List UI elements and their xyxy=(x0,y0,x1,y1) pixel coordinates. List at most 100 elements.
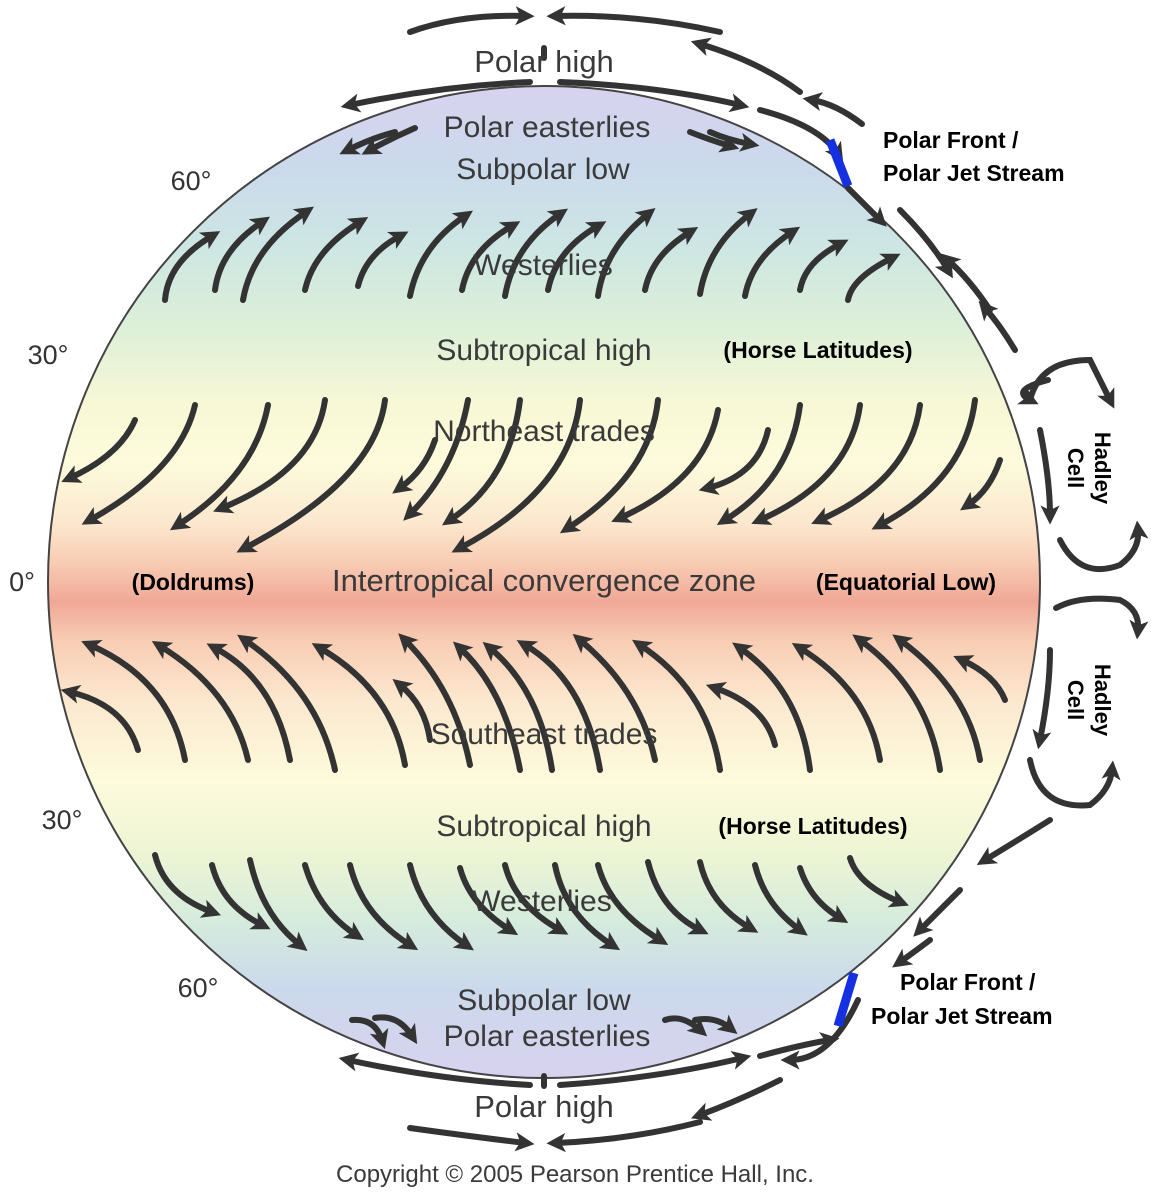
westerly-arrow-north-14 xyxy=(845,253,901,303)
northeast-trade-arrow-1 xyxy=(81,402,198,525)
southeast-trade-arrow-0 xyxy=(60,684,141,753)
polar-front-top-line1: Polar Front / xyxy=(883,127,1019,153)
northeast-trade-arrow-9 xyxy=(559,397,661,534)
westerly-arrow-north-6 xyxy=(459,221,521,293)
copyright-notice: Copyright © 2005 Pearson Prentice Hall, … xyxy=(336,1161,814,1188)
northeast-trade-arrow-7 xyxy=(442,397,523,526)
polar-easterly-arrow-north-1 xyxy=(361,125,418,155)
hadley-top-return xyxy=(1057,520,1149,572)
westerly-arrow-north-7 xyxy=(502,208,568,299)
polar-jet-stream-bottom-icon xyxy=(833,971,859,1028)
hadley-top-descend xyxy=(1037,427,1060,525)
westerly-arrow-north-10 xyxy=(642,227,699,293)
polar-easterly-arrow-south-3 xyxy=(692,1014,738,1034)
northeast-trade-arrow-6 xyxy=(403,397,471,521)
subtropical-high-bottom-label: Subtropical high xyxy=(436,810,651,843)
southeast-trade-arrow-14 xyxy=(732,642,813,773)
hadley-cell-top-line1: Hadley xyxy=(1090,432,1115,505)
southeast-trade-arrow-6 xyxy=(392,679,433,743)
southeast-trade-arrow-13 xyxy=(705,682,778,748)
polar-easterly-arrow-south-0 xyxy=(349,1016,389,1050)
hadley-cell-top-line2: Cell xyxy=(1063,448,1088,488)
polar-high-bottom-arrow-left xyxy=(546,1119,703,1153)
westerly-arrow-south-3 xyxy=(302,862,365,941)
westerly-arrow-south-9 xyxy=(595,862,669,945)
polar-easterly-arrow-south-1 xyxy=(372,1014,418,1045)
hadley-bottom-return xyxy=(1053,595,1149,640)
latitude-60s-label: 60° xyxy=(178,973,219,1003)
westerlies-bottom-label: Westerlies xyxy=(472,885,611,918)
hadley-bottom-descend xyxy=(1032,647,1053,750)
westerly-arrow-south-5 xyxy=(407,862,474,951)
westerly-arrow-south-14 xyxy=(847,855,909,908)
subpolar-low-top-label: Subpolar low xyxy=(456,153,630,186)
polar-jet-stream-top-icon xyxy=(825,138,853,188)
southeast-trade-arrow-3 xyxy=(206,643,293,763)
ferrel-bottom-2 xyxy=(913,887,963,937)
polar-high-bottom-label: Polar high xyxy=(474,1089,614,1124)
westerly-arrow-north-0 xyxy=(162,231,221,303)
southeast-trade-arrow-18 xyxy=(953,655,1008,703)
northeast-trade-arrow-0 xyxy=(61,417,138,483)
southeast-trade-arrow-5 xyxy=(311,643,408,768)
southeast-trade-arrow-8 xyxy=(452,641,523,773)
polar-cell-bottom-return xyxy=(691,1077,783,1121)
northeast-trade-arrow-16 xyxy=(960,457,1003,511)
southeast-trades-label: Southeast trades xyxy=(431,718,658,751)
westerly-arrow-south-7 xyxy=(502,862,569,935)
northeast-trade-arrow-2 xyxy=(169,402,271,531)
polar-cell-top-return xyxy=(690,37,803,95)
latitude-60n-label: 60° xyxy=(171,166,212,196)
westerly-arrow-north-13 xyxy=(797,239,849,293)
westerly-arrow-north-8 xyxy=(545,221,607,293)
southeast-trade-arrow-1 xyxy=(81,640,188,763)
ferrel-bottom-3 xyxy=(892,937,933,968)
westerlies-top-label: Westerlies xyxy=(473,249,612,282)
polar-easterlies-bottom-label: Polar easterlies xyxy=(444,1020,651,1053)
ferrel-top-1 xyxy=(845,185,887,227)
southeast-trade-arrow-2 xyxy=(151,640,251,763)
northeast-trade-arrow-14 xyxy=(811,402,923,525)
northeast-trade-arrow-11 xyxy=(698,427,771,495)
polar-high-bottom-flow-right xyxy=(557,1050,752,1088)
hadley-cell-bottom-line1: Hadley xyxy=(1090,664,1115,737)
polar-easterly-arrow-south-2 xyxy=(662,1015,708,1037)
northeast-trade-arrow-4 xyxy=(236,397,388,553)
westerly-arrow-north-4 xyxy=(355,231,409,289)
polar-high-top-label: Polar high xyxy=(474,44,614,79)
polar-easterly-arrow-north-2 xyxy=(687,129,740,153)
westerly-arrow-south-4 xyxy=(347,862,419,951)
westerly-arrow-south-1 xyxy=(209,862,271,930)
westerly-arrow-north-12 xyxy=(742,226,801,299)
northeast-trade-arrow-10 xyxy=(611,407,721,523)
ferrel-bottom-1 xyxy=(976,817,1053,865)
westerly-arrow-north-2 xyxy=(240,206,314,303)
northeast-trade-arrow-3 xyxy=(213,397,328,514)
polar-high-top-flow-left xyxy=(340,79,533,113)
westerly-arrow-north-5 xyxy=(407,210,473,299)
polar-high-top-flow-right xyxy=(557,79,750,113)
horse-latitudes-bottom-label: (Horse Latitudes) xyxy=(718,813,907,839)
subpolar-low-bottom-label: Subpolar low xyxy=(457,984,631,1017)
southeast-trade-arrow-10 xyxy=(516,640,603,773)
subtropical-high-top-label: Subtropical high xyxy=(436,334,651,367)
polar-easterlies-top-label: Polar easterlies xyxy=(444,111,651,144)
polar-front-bottom-line2: Polar Jet Stream xyxy=(871,1003,1053,1029)
westerly-arrow-south-0 xyxy=(152,852,222,918)
hadley-cell-bottom-line2: Cell xyxy=(1063,680,1088,720)
southeast-trade-arrow-7 xyxy=(398,633,473,768)
southeast-trade-arrow-15 xyxy=(791,642,883,763)
southeast-trade-arrow-12 xyxy=(631,639,723,773)
westerly-arrow-south-2 xyxy=(247,857,308,951)
westerly-arrow-south-12 xyxy=(752,862,808,936)
doldrums-label: (Doldrums) xyxy=(132,569,255,595)
polar-cell-top-rise xyxy=(802,92,865,127)
polar-cell-bottom-rise xyxy=(757,1032,840,1059)
ferrel-top-4 xyxy=(978,300,1018,353)
latitude-0-label: 0° xyxy=(9,567,35,597)
hadley-top-a xyxy=(1017,377,1051,405)
surface-wind-arrows xyxy=(60,125,1008,1050)
southeast-trade-arrow-11 xyxy=(572,633,658,763)
horse-latitudes-top-label: (Horse Latitudes) xyxy=(723,337,912,363)
